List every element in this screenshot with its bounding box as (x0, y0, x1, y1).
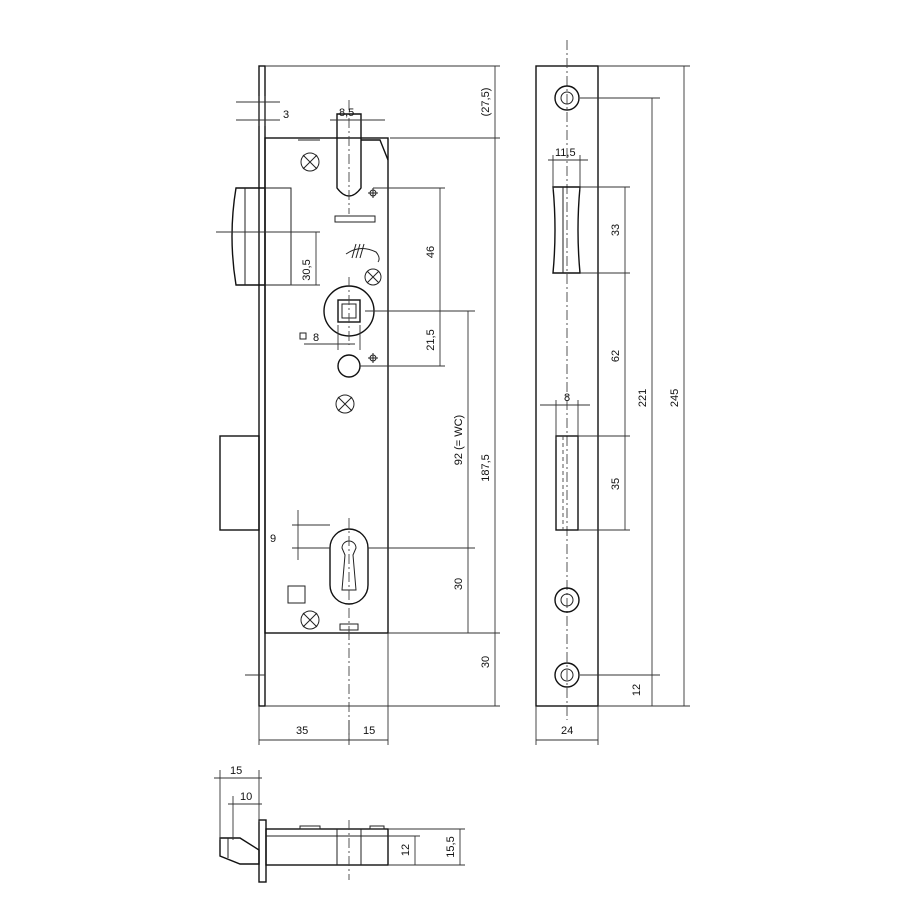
screw-hole-icon (554, 587, 580, 613)
side-view: 15 10 12 15,5 (214, 765, 465, 883)
deadbolt (219, 435, 260, 531)
dim-latch-width: 8,5 (339, 107, 354, 119)
dim-strike-latch-height: 33 (610, 224, 622, 236)
dim-strike-spacing: 62 (610, 350, 622, 362)
dim-spindle-to-wc: 21,5 (425, 329, 437, 350)
screw-icon (300, 610, 320, 630)
dim-side-height-outer: 15,5 (445, 836, 457, 857)
dim-spindle-square: 8 (313, 332, 319, 344)
dim-bottom-margin: 30 (480, 656, 492, 668)
lock-case (264, 137, 389, 634)
dim-follower-to-latch: 46 (425, 246, 437, 258)
dim-strike-width: 24 (561, 725, 573, 737)
dim-deadbolt-offset: 30,5 (301, 259, 313, 280)
dim-strike-bottom-hole: 12 (631, 684, 643, 696)
dim-top-offset: (27,5) (480, 88, 492, 117)
dim-side-height-inner: 12 (400, 844, 412, 856)
dim-strike-bolt-height: 35 (610, 478, 622, 490)
dim-side-width-inner: 10 (240, 791, 252, 803)
dim-forend-thickness: 3 (283, 109, 289, 121)
dim-cylinder-offset: 9 (270, 533, 276, 545)
screw-icon (335, 394, 355, 414)
case-notch (361, 139, 389, 161)
dim-backset: 35 (296, 725, 308, 737)
dim-strike-hole-spacing: 221 (637, 389, 649, 407)
dimension-lines (216, 65, 500, 745)
screw-icon (300, 152, 320, 172)
dim-total-forend-height: 187,5 (480, 454, 492, 482)
dim-strike-bolt-width: 8 (564, 392, 570, 404)
screw-icon (364, 268, 382, 286)
side-dimension-lines (214, 770, 465, 866)
crosshair-icon (368, 188, 378, 198)
screw-hole-icon (554, 662, 580, 688)
slide-bar (334, 215, 376, 223)
keyhole-icon (341, 540, 357, 591)
cylinder-cutout (329, 528, 369, 605)
dim-strike-total-height: 245 (669, 389, 681, 407)
screw-hole-icon (554, 85, 580, 111)
strike-dimension-lines (535, 65, 690, 745)
latch-bolt (231, 187, 266, 286)
strike-latch-opening (552, 186, 581, 274)
dim-side-width-outer: 15 (230, 765, 242, 777)
strike-plate-view: 11,5 33 62 221 245 8 35 12 24 (535, 40, 690, 745)
front-view: 3 8,5 (27,5) 46 30,5 21,5 8 92 (= WC) 18… (216, 65, 500, 745)
dim-cylinder-to-bottom: 30 (453, 578, 465, 590)
side-case (265, 828, 389, 866)
side-latch (219, 837, 260, 865)
dim-case-half: 15 (363, 725, 375, 737)
latch-slot (336, 113, 362, 197)
crosshair-icon (368, 353, 378, 363)
wc-hole (337, 354, 361, 378)
dim-spindle-to-cylinder: 92 (= WC) (453, 415, 465, 465)
dim-strike-latch-width: 11,5 (555, 147, 576, 159)
side-forend (258, 819, 267, 883)
strike-bolt-opening (555, 435, 579, 531)
forend-plate (258, 65, 266, 707)
